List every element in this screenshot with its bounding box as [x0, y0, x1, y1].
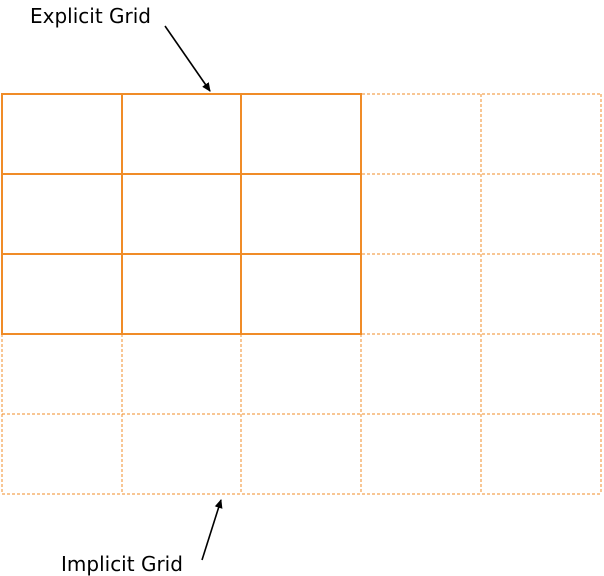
- explicit-grid-arrow: [164, 25, 211, 92]
- implicit-grid-label: Implicit Grid: [61, 552, 183, 576]
- explicit-grid-label: Explicit Grid: [30, 4, 151, 28]
- implicit-grid: [1, 93, 602, 495]
- explicit-grid: [1, 93, 362, 335]
- implicit-grid-arrow: [201, 499, 223, 561]
